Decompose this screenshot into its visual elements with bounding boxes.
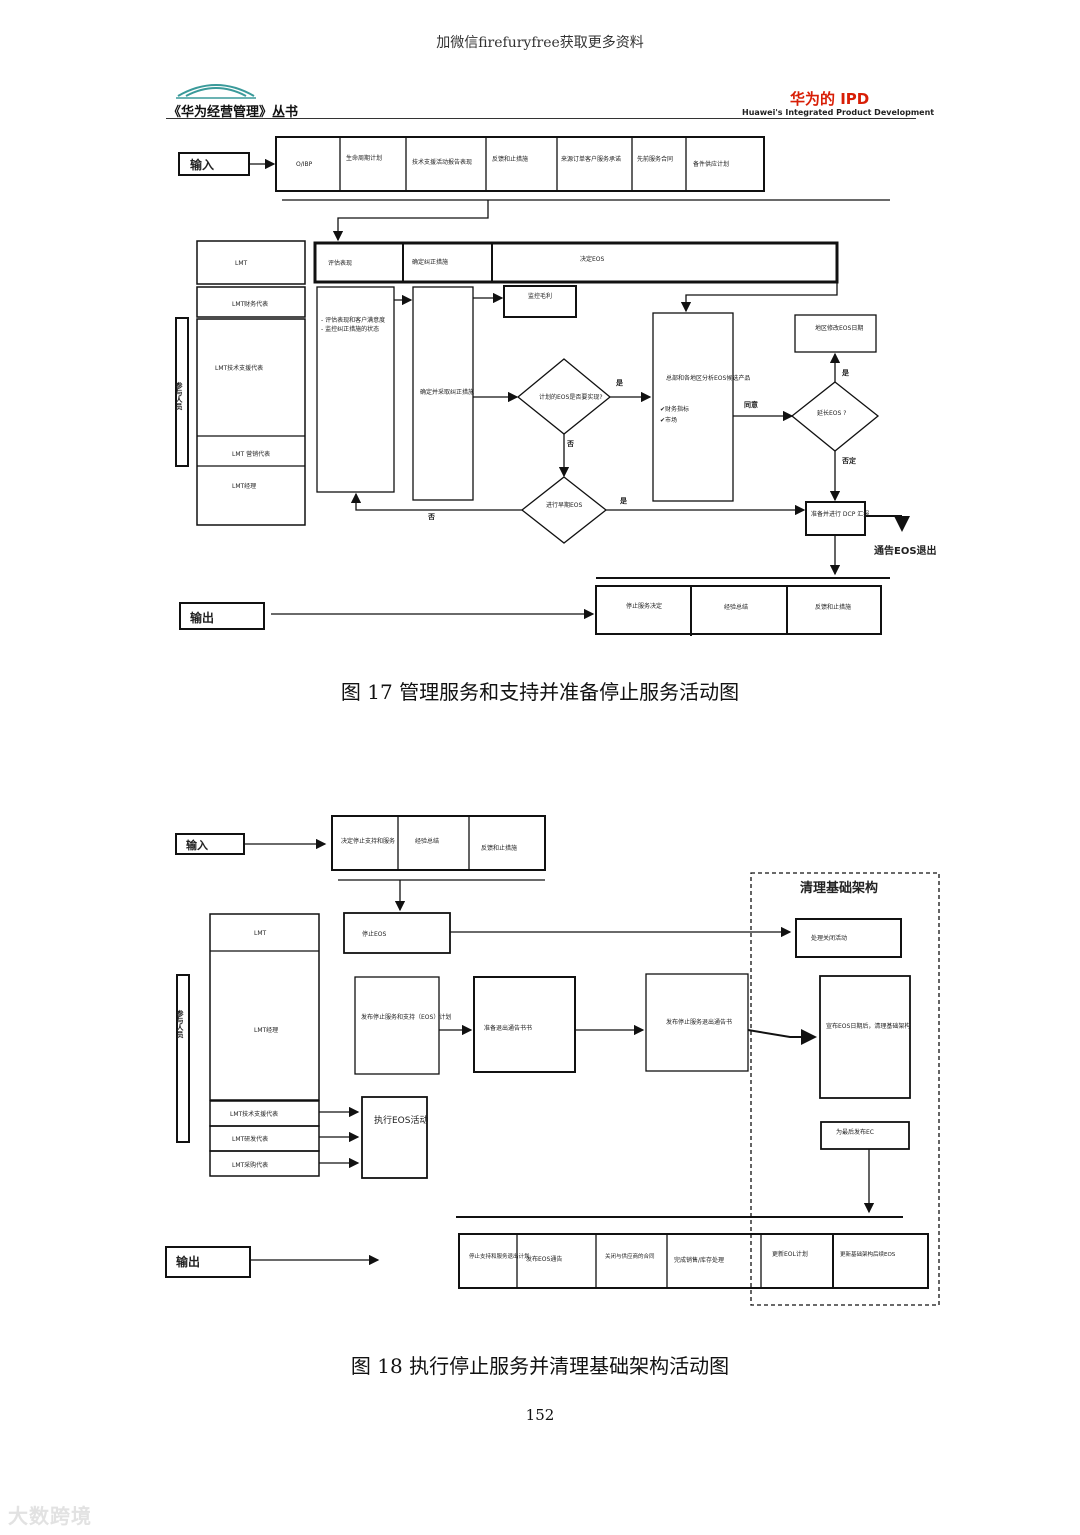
fig18-caption: 图 18 执行停止服务并清理基础架构活动图 (350, 1354, 730, 1378)
fig17-label-agree: 同意 (744, 400, 758, 409)
top-note: 加微信firefuryfree获取更多资料 (436, 35, 644, 51)
fig17-check-market: ✔市场 (660, 416, 677, 424)
fig17-input-item: 反馈和止措施 (492, 155, 528, 163)
fig17-phase: 评估表现 (328, 259, 352, 267)
fig18-role: LMT经理 (254, 1026, 278, 1034)
fig17-label-no: 否 (566, 440, 574, 448)
fig17-input-label: 输入 (190, 157, 214, 172)
fig17-input-item: 先前服务合同 (637, 155, 673, 163)
fig17-input-item: O/IBP (296, 161, 313, 168)
fig17-activity-prepare-dcp: 准备并进行 DCP 汇报 (811, 510, 869, 518)
fig18-activity-publish-plan: 发布停止服务和支持（EOS）计划 (361, 1013, 451, 1021)
fig18-activity-announce-cleanup: 宣布EOS日期后，清理基础架构 (826, 1022, 910, 1030)
fig18-activity-stop-eos: 停止EOS (362, 930, 387, 938)
fig17-label-yes: 是 (619, 496, 628, 505)
fig17-role: LMT财务代表 (232, 300, 268, 308)
fig17-check-financial: ✔财务指标 (660, 405, 689, 413)
fig18-region-title: 清理基础架构 (800, 880, 878, 896)
fig17-decision-plan-eos: 计划的EOS是否要实现? (539, 393, 603, 401)
fig18-activity-prepare-notice: 准备退出通告书书 (484, 1024, 532, 1032)
fig17-activity-region-change: 地区修改EOS日期 (815, 324, 863, 332)
fig17-output-item: 停止服务决定 (626, 602, 662, 610)
fig17-output-item: 经验总结 (724, 603, 748, 611)
fig18-input-label: 输入 (186, 838, 208, 852)
fig18-input-item: 决定停止支持和服务 (341, 837, 395, 845)
header-rule (166, 118, 916, 119)
fig17-label-yes: 是 (615, 378, 624, 387)
fig17-output-label: 输出 (190, 610, 214, 625)
fig17-role: LMT技术支援代表 (215, 364, 263, 372)
fig17-output-item: 反馈和止措施 (815, 603, 851, 611)
fig17-role: LMT (235, 260, 248, 267)
fig18-activity-ready-eos: 为最后发布EC (836, 1128, 874, 1136)
fig18-role: LMT (254, 930, 267, 937)
fig18-output-item: 停止支持和服务退出计划 (469, 1252, 530, 1260)
fig18-output-item: 完成销售/库存处理 (674, 1256, 724, 1264)
fig18-input-item: 反馈和止措施 (481, 844, 517, 852)
watermark: 大数跨境 (8, 1504, 92, 1528)
fig17-input-item: 生命周期计划 (346, 154, 382, 162)
fig18-activity-publish-notice: 发布停止服务退出通告书 (666, 1018, 732, 1026)
fig18-role: LMT研发代表 (232, 1135, 268, 1143)
fig17-decision-extend: 延长EOS ? (817, 409, 846, 417)
page-number: 152 (525, 1406, 555, 1424)
fig17-activity-monitor-profit: 监控毛利 (528, 292, 552, 300)
series-logo (176, 84, 256, 99)
fig17-input-item: 技术支援活动报告表现 (412, 158, 472, 166)
fig17-decision-early-eos: 进行早期EOS (546, 501, 583, 509)
fig17-activity-analyze: 总部和各地区分析EOS候选产品 (666, 374, 750, 382)
brand-subtitle: Huawei's Integrated Product Development (742, 108, 935, 117)
fig18-input-item: 经验总结 (415, 837, 439, 845)
fig18-role: LMT采购代表 (232, 1161, 268, 1169)
series-title: 《华为经营管理》丛书 (168, 105, 299, 120)
fig17-role: LMT 营销代表 (232, 450, 270, 458)
fig17-activity-determine: 确定并采取纠正措施 (420, 388, 474, 396)
fig17-input-item: 备件供应计划 (693, 160, 729, 168)
fig17-caption: 图 17 管理服务和支持并准备停止服务活动图 (340, 680, 740, 704)
fig17-label-no: 否 (427, 513, 435, 521)
fig17-activity-evaluate: - 评估表现和客户满意度- 监控纠正措施的状态 (321, 316, 385, 333)
fig17-participants-label: 参与人员 (175, 381, 184, 411)
fig17-input-item: 来源订单客户服务承诺 (561, 155, 621, 163)
fig18-output-item: 更新EOL计划 (772, 1250, 808, 1258)
fig17-phase: 决定EOS (580, 255, 605, 263)
fig18-output-label: 输出 (176, 1254, 200, 1269)
fig18-participants-label: 参与人员 (176, 1009, 185, 1039)
fig18-output-item: 关闭与供应商的合同 (605, 1252, 655, 1260)
fig18-activity-execute-eos: 执行EOS活动 (374, 1114, 428, 1126)
fig17-notify-exit: 通告EOS退出 (874, 544, 937, 557)
fig17-phase: 确定纠正措施 (412, 258, 448, 266)
fig18-output-item: 发布EOS通告 (526, 1255, 562, 1263)
fig18-activity-close: 处理关闭活动 (811, 934, 847, 942)
fig18-output-item: 更新基础架构后续EOS (840, 1250, 896, 1258)
figure-17-diagram: 输入 O/IBP 生命周期计划 技术支援活动报告表现 反馈和止措施 来源订单客户… (175, 136, 937, 636)
brand-title: 华为的 IPD (790, 90, 870, 108)
fig17-label-disagree: 否定 (841, 456, 856, 465)
figure-18-diagram: 输入 决定停止支持和服务 经验总结 反馈和止措施 清理基础架构 LMT LMT经… (165, 815, 940, 1306)
fig18-role: LMT技术支援代表 (230, 1110, 278, 1118)
fig17-label-yes: 是 (841, 368, 850, 377)
fig17-role: LMT经理 (232, 482, 256, 490)
